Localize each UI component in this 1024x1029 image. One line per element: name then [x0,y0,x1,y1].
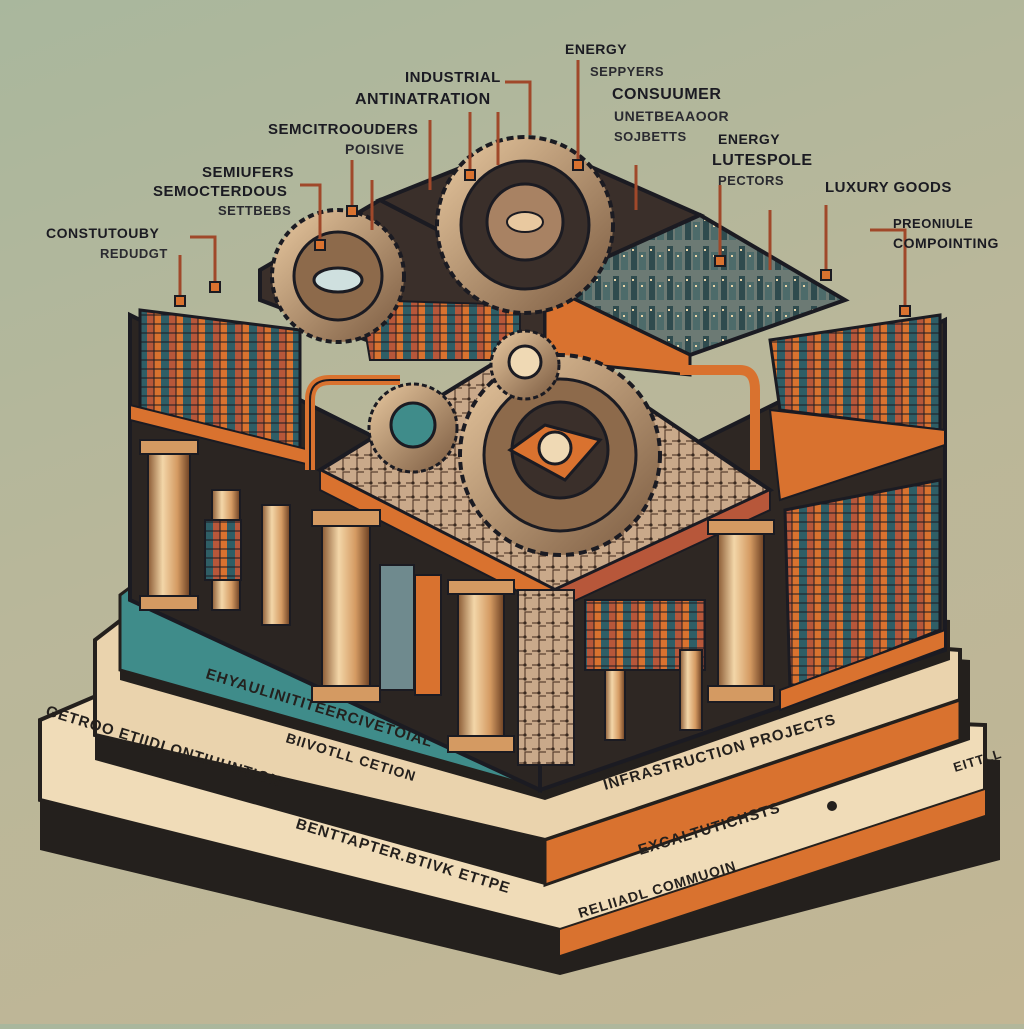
callout-premium-line2: COMPOINTING [893,235,999,251]
callout-energy-suppliers-line2: SEPPYERS [590,64,664,79]
callout-semiconductors-line1: SEMCITROOUDERS [268,121,418,138]
gear-front-left [367,382,459,474]
orange-pipes [305,365,760,470]
left-columns [139,439,291,626]
callout-energy-lutespole-line3: PECTORS [718,173,784,188]
callout-semiconductors-left-line2: SEMOCTERDOUS [153,183,287,200]
center-columns [311,509,706,766]
callout-semiconductors-left-line1: SEMIUFERS [202,164,294,181]
callout-consumer-line2: UNETBEAAOOR [614,108,729,124]
callout-energy-lutespole-line1: ENERGY [718,131,780,147]
left-shelf-upper [129,308,311,467]
gear-front-main [458,353,662,557]
callout-industrial-line1: INDUSTRIAL [405,69,501,86]
gear-front-top [489,329,561,401]
callout-consutoury: CONSTUTOUBY REDUDGT [46,225,168,261]
back-right-compartment [540,212,850,377]
right-shelves [768,313,946,712]
base-dot [827,801,837,811]
callout-consumer: CONSUUMER UNETBEAAOOR SOJBETTS [612,86,729,144]
callout-consumer-line3: SOJBETTS [614,129,687,144]
callout-semiconductors-left: SEMIUFERS SEMOCTERDOUS SETTBEBS [153,164,294,218]
callout-premium-line1: PREONIULE [893,216,973,231]
callout-semiconductors-line2: POISIVE [345,141,405,157]
callout-luxury-goods-line1: LUXURY GOODS [825,179,952,196]
callout-energy-suppliers: ENERGY SEPPYERS [565,41,664,79]
callout-pins [178,60,907,310]
callout-consutoury-line2: REDUDGT [100,246,168,261]
callout-industrial: INDUSTRIAL ANTINATRATION [355,69,501,108]
gear-back-left [270,208,406,344]
callout-luxury-goods: LUXURY GOODS [825,179,952,196]
callout-energy-suppliers-line1: ENERGY [565,41,627,57]
callout-semiconductors: SEMCITROOUDERS POISIVE [268,121,418,157]
callout-energy-lutespole: ENERGY LUTESPOLE PECTORS [712,131,813,188]
gear-back-center [435,135,615,315]
callout-premium: PREONIULE COMPOINTING [893,216,999,251]
callout-semiconductors-left-line3: SETTBEBS [218,203,291,218]
callout-consumer-line1: CONSUUMER [612,86,721,103]
callout-consutoury-line1: CONSTUTOUBY [46,225,160,241]
callout-energy-lutespole-line2: LUTESPOLE [712,152,813,169]
right-column [707,519,775,703]
callout-industrial-line2: ANTINATRATION [355,91,491,108]
callout-pin-heads [174,159,911,317]
